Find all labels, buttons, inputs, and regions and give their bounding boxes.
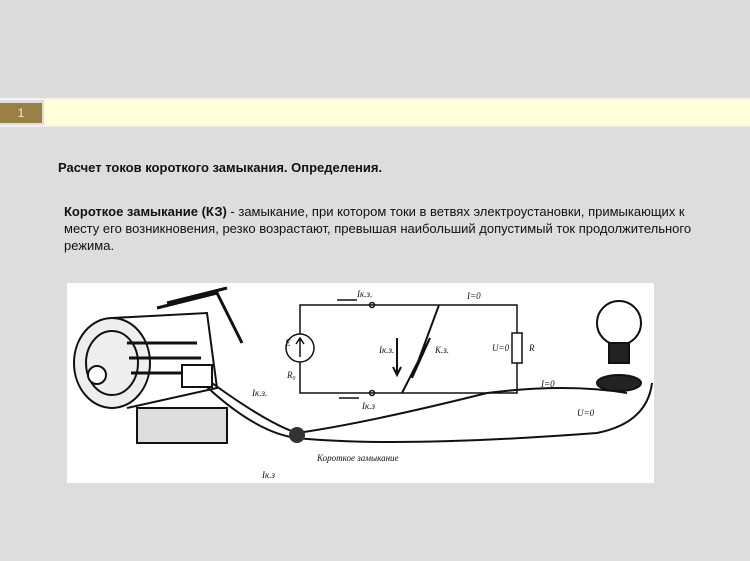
- divider: [0, 98, 750, 100]
- label-u-zero-line: U=0: [577, 408, 595, 418]
- motor-icon: [73, 286, 244, 444]
- definition-term: Короткое замыкание (КЗ): [64, 204, 227, 219]
- circuit-diagram: [285, 299, 523, 399]
- label-ikz-bottom: Iк.з: [361, 401, 375, 411]
- definition-text: Короткое замыкание (КЗ) - замыкание, при…: [64, 203, 704, 254]
- illustration-svg: Iк.з. I=0 E R₀ Iк.з. К.з. U=0 R Iк.з I=0…: [73, 286, 653, 480]
- slide-header-bar: [44, 100, 750, 125]
- label-ikz-mid: Iк.з.: [378, 345, 394, 355]
- label-i-zero-line: I=0: [540, 379, 555, 389]
- lamp-icon: [596, 300, 642, 392]
- label-e: E: [284, 338, 291, 348]
- label-ikz-motor: Iк.з.: [251, 388, 267, 398]
- label-i-zero-top: I=0: [466, 291, 481, 301]
- short-circuit-spark: [289, 427, 305, 443]
- definition-body: - замыкание, при котором токи в ветвях э…: [64, 204, 692, 253]
- label-r0: R₀: [286, 370, 296, 380]
- wire: [211, 382, 628, 435]
- slide-title: Расчет токов короткого замыкания. Опреде…: [58, 160, 383, 175]
- label-kz: К.з.: [434, 345, 449, 355]
- label-ikz-ground: Iк.з: [261, 470, 275, 480]
- label-short-circuit: Короткое замыкание: [316, 453, 399, 463]
- slide-number: 1: [0, 103, 42, 123]
- label-ikz-top: Iк.з.: [356, 289, 372, 299]
- top-band: [0, 0, 750, 98]
- label-r: R: [528, 343, 535, 353]
- label-u-zero-r: U=0: [492, 343, 510, 353]
- divider: [0, 125, 750, 127]
- short-circuit-illustration: Iк.з. I=0 E R₀ Iк.з. К.з. U=0 R Iк.з I=0…: [67, 283, 654, 483]
- wire: [206, 382, 653, 443]
